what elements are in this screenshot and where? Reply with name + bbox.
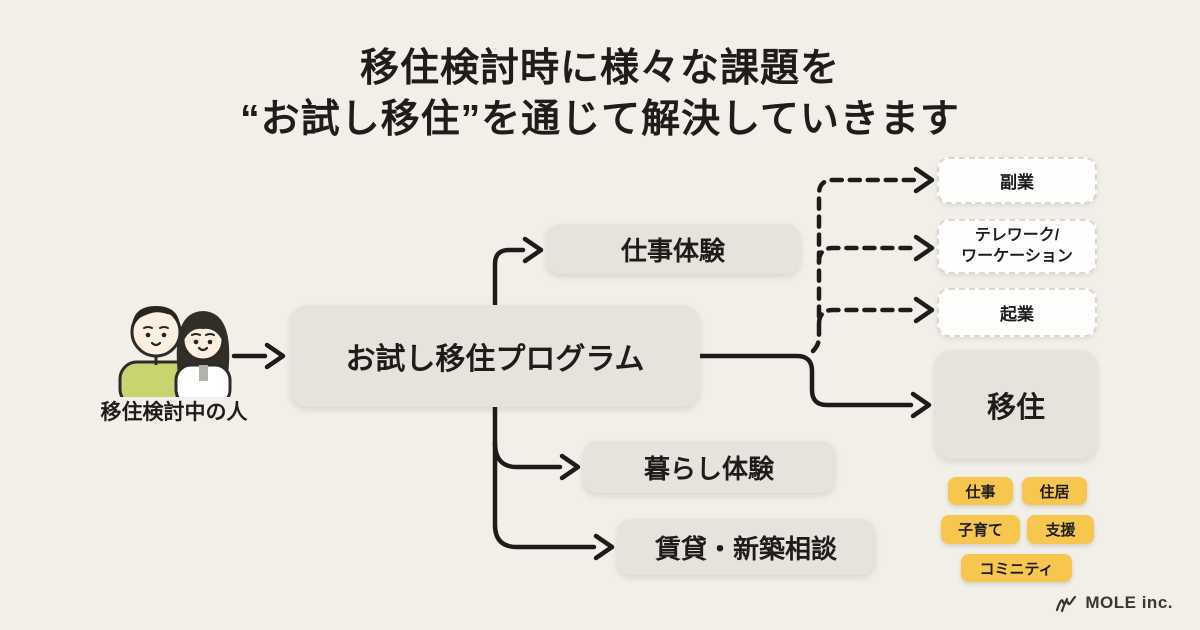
woman-bangs [183,317,223,342]
side-job-label: 副業 [1000,173,1034,192]
housing-consult-label: 賃貸・新築相談 [654,533,837,564]
tag-housing-label: 住居 [1039,483,1070,501]
woman-shirt-strap [199,365,208,381]
side-job-box: 副業 [937,157,1097,204]
dashed-arrow-telework [816,245,917,265]
telework-box: テレワーク/ ワーケーション [937,219,1097,274]
arrowhead-housing [593,533,615,561]
housing-consult-box: 賃貸・新築相談 [617,519,875,575]
living-experience-box: 暮らし体験 [583,441,835,493]
man-brows [143,326,169,329]
migration-label: 移住 [986,391,1045,424]
arrow-program-to-iju [697,353,914,408]
tag-childcare-label: 子育て [957,522,1003,539]
program-box: お試し移住プログラム [290,305,700,407]
startup-box: 起業 [937,288,1097,337]
dashed-arrow-fukugyo [810,177,917,354]
woman-mouth [197,346,209,352]
tag-housing: 住居 [1022,477,1087,505]
tag-work-label: 仕事 [965,483,996,501]
mole-logo-icon [1056,595,1077,613]
tag-support: 支援 [1027,515,1094,544]
man-eye-right [161,332,167,338]
persona-label: 移住検討中の人 [100,401,248,424]
woman-brows [191,333,215,336]
arrowhead-fukugyo [913,166,935,194]
man-hair [131,306,181,333]
arrow-program-to-living [492,440,563,470]
telework-label-line1: テレワーク/ [974,226,1060,244]
tag-support-label: 支援 [1045,522,1076,539]
woman-eye-right [207,339,213,345]
telework-label-line2: ワーケーション [961,247,1073,265]
page-title: 移住検討時に様々な課題を “お試し移住”を通じて解決していきます [0,44,1200,145]
tag-community-label: コミニティ [979,560,1054,578]
living-experience-label: 暮らし体験 [643,453,774,484]
brand-footer: MOLE inc. [1054,592,1173,614]
title-line-1: 移住検討時に様々な課題を [359,47,840,90]
man-mouth [150,341,162,347]
startup-label: 起業 [1000,305,1034,324]
brand-name: MOLE inc. [1085,593,1173,612]
program-label: お試し移住プログラム [345,343,645,376]
tag-childcare: 子育て [941,515,1020,544]
man-eye-left [145,332,151,338]
arrow-program-to-housing [492,404,597,550]
tag-community: コミニティ [961,554,1072,582]
dashed-arrow-kigyo [816,307,917,327]
arrowhead-persona [264,342,286,370]
work-experience-box: 仕事体験 [546,224,800,274]
tag-work: 仕事 [948,477,1013,505]
title-line-2: “お試し移住”を通じて解決していきます [240,97,960,141]
arrow-program-to-work [492,247,526,308]
arrowhead-iju [910,391,932,419]
arrowhead-work [522,236,544,264]
arrowhead-living [559,453,581,481]
arrowhead-kigyo [913,296,935,324]
woman-eye-left [193,339,199,345]
couple-illustration [118,306,232,397]
migration-box: 移住 [935,350,1097,459]
work-experience-label: 仕事体験 [620,235,725,266]
arrowhead-telework [913,234,935,262]
